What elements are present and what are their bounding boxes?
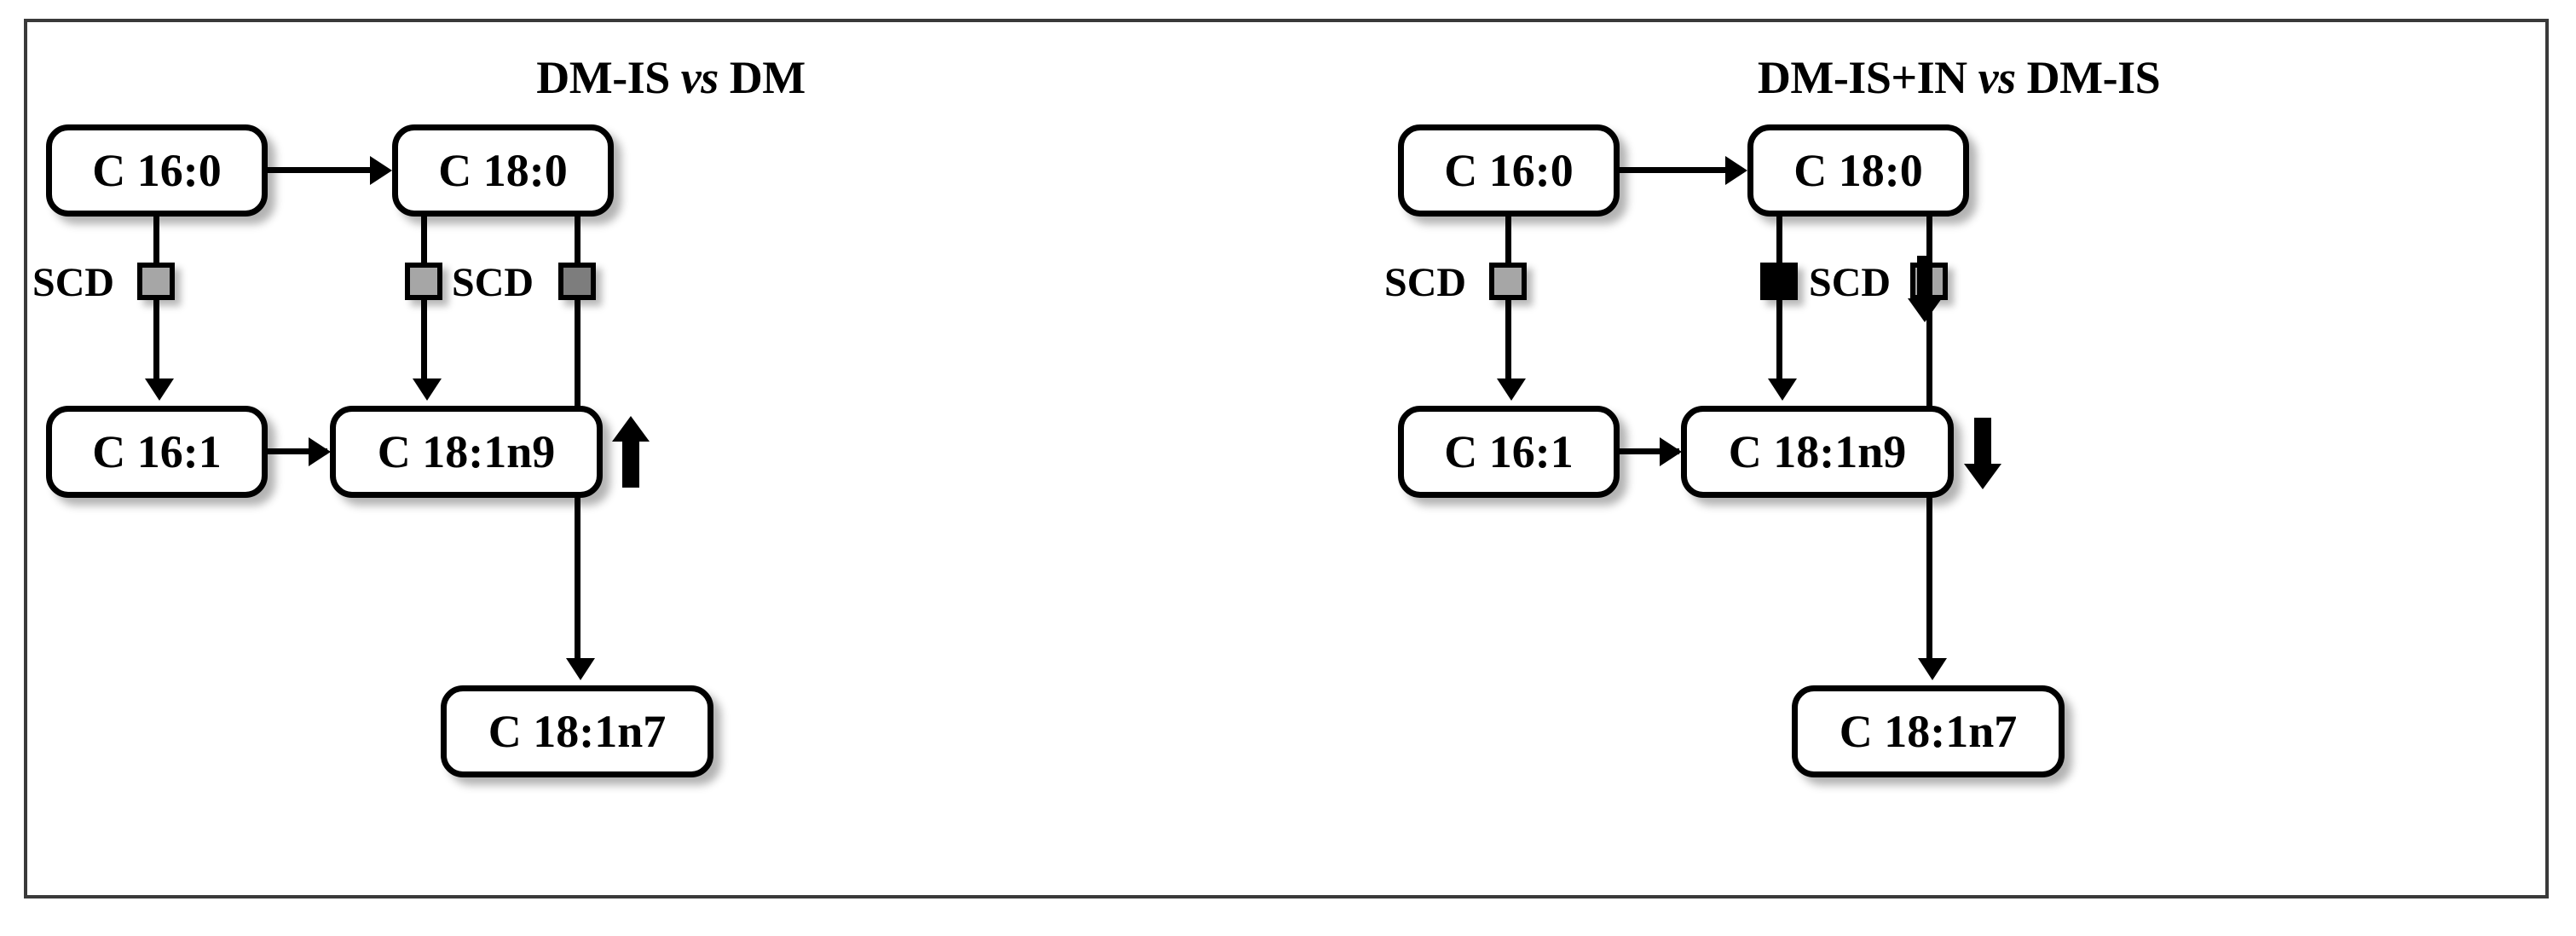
- panel-right-title-suffix: DM-IS: [2015, 52, 2161, 103]
- enzyme-label-scd-right: SCD: [1809, 260, 1892, 305]
- enzyme-marker-scd-left[interactable]: [137, 263, 175, 300]
- arrowhead-c18-0-to-c18-1n7: [1918, 658, 1947, 680]
- enzyme-marker-scd-right[interactable]: [558, 263, 596, 300]
- node-c16-0-label: C 16:0: [1444, 145, 1574, 196]
- edge-c16-1-to-c18-1n9: [268, 448, 327, 454]
- panel-right-title-prefix: DM-IS+IN: [1757, 52, 1978, 103]
- node-c16-0-label: C 16:0: [92, 145, 222, 196]
- arrowhead-c18-0-to-c18-1n9: [1768, 378, 1797, 401]
- edge-c16-0-to-c16-1: [153, 217, 159, 384]
- panel-dm-is-in-vs-dm-is: DM-IS+IN vs DM-IS C 16:0 C 18:0 C 16:1 C…: [1314, 22, 2576, 895]
- edge-c16-1-to-c18-1n9: [1620, 448, 1679, 454]
- panel-dm-is-vs-dm: DM-IS vs DM C 16:0 C 18:0 C 16:1 C 18:1n…: [27, 22, 1314, 895]
- arrowhead-c16-0-to-c16-1: [145, 378, 174, 401]
- enzyme-label-scd-left: SCD: [32, 260, 115, 305]
- enzyme-marker-scd-mid[interactable]: [405, 263, 442, 300]
- node-c18-1n7-label: C 18:1n7: [1839, 706, 2018, 757]
- panel-left-title-prefix: DM-IS: [536, 52, 681, 103]
- arrowhead-c18-0-to-c18-1n7: [566, 658, 595, 680]
- panel-right-title: DM-IS+IN vs DM-IS: [1314, 51, 2576, 104]
- enzyme-marker-scd-mid[interactable]: [1760, 263, 1798, 300]
- edge-c16-0-to-c16-1: [1505, 217, 1511, 384]
- node-c18-1n9[interactable]: C 18:1n9: [330, 406, 603, 498]
- panel-left-title-suffix: DM: [718, 52, 806, 103]
- node-c16-0[interactable]: C 16:0: [46, 124, 268, 217]
- arrowhead-c16-1-to-c18-1n9: [1660, 437, 1682, 466]
- node-c18-1n9-label: C 18:1n9: [1728, 426, 1907, 477]
- node-c16-0[interactable]: C 16:0: [1398, 124, 1620, 217]
- node-c18-1n9[interactable]: C 18:1n9: [1681, 406, 1954, 498]
- node-c16-1-label: C 16:1: [1444, 426, 1574, 477]
- arrowhead-c16-0-to-c18-0: [1725, 156, 1747, 185]
- edge-c18-0-to-c18-1n9: [421, 217, 427, 384]
- edge-c16-0-to-c18-0: [1620, 167, 1727, 173]
- node-c18-0[interactable]: C 18:0: [1747, 124, 1969, 217]
- node-c16-1-label: C 16:1: [92, 426, 222, 477]
- enzyme-label-scd-right: SCD: [452, 260, 534, 305]
- node-c18-0[interactable]: C 18:0: [392, 124, 614, 217]
- node-c18-0-label: C 18:0: [438, 145, 568, 196]
- node-c18-1n7[interactable]: C 18:1n7: [1792, 685, 2065, 777]
- node-c18-0-label: C 18:0: [1793, 145, 1923, 196]
- arrowhead-c18-0-to-c18-1n9: [413, 378, 442, 401]
- figure-frame: DM-IS vs DM C 16:0 C 18:0 C 16:1 C 18:1n…: [24, 19, 2549, 898]
- regulation-arrow-down-c18-1n9: [1964, 418, 2001, 489]
- arrowhead-c16-0-to-c16-1: [1497, 378, 1526, 401]
- arrowhead-c16-0-to-c18-0: [370, 156, 392, 185]
- panel-right-title-vs: vs: [1978, 52, 2016, 103]
- node-c18-1n7[interactable]: C 18:1n7: [441, 685, 713, 777]
- enzyme-label-scd-left: SCD: [1384, 260, 1467, 305]
- arrowhead-c16-1-to-c18-1n9: [309, 437, 331, 466]
- edge-c16-0-to-c18-0: [268, 167, 372, 173]
- panel-left-title-vs: vs: [680, 52, 719, 103]
- enzyme-marker-scd-left[interactable]: [1489, 263, 1527, 300]
- regulation-arrow-down-scd: [1908, 256, 1942, 322]
- node-c18-1n9-label: C 18:1n9: [377, 426, 556, 477]
- node-c16-1[interactable]: C 16:1: [1398, 406, 1620, 498]
- node-c18-1n7-label: C 18:1n7: [488, 706, 667, 757]
- edge-c18-0-to-c18-1n9: [1776, 217, 1782, 384]
- regulation-arrow-up-c18-1n9: [612, 416, 650, 488]
- panel-left-title: DM-IS vs DM: [27, 51, 1314, 104]
- node-c16-1[interactable]: C 16:1: [46, 406, 268, 498]
